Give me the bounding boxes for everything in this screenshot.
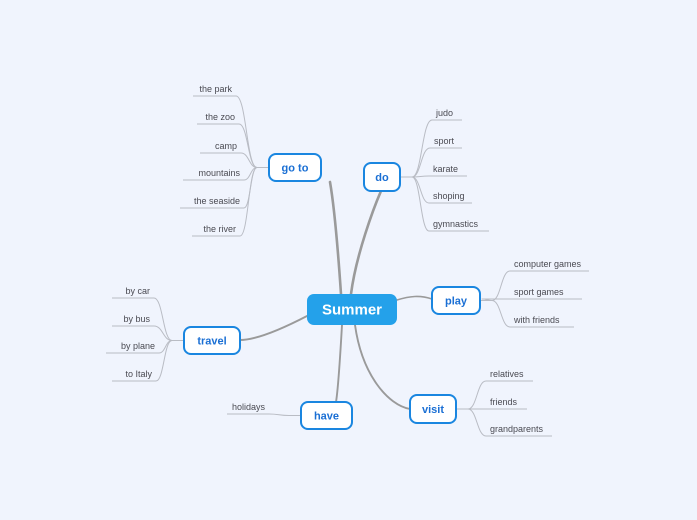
leaf-label[interactable]: camp (215, 141, 237, 151)
leaf-label[interactable]: sport (434, 136, 455, 146)
leaf-connector-play-0 (491, 270, 511, 301)
leaf-label[interactable]: by car (125, 286, 150, 296)
branch-node-label: go to (282, 162, 309, 174)
leaf-label[interactable]: by bus (123, 314, 150, 324)
branch-node-label: have (314, 410, 339, 422)
leaf-label-layer: the park the zoo camp mountains the seaside t… (121, 84, 582, 434)
leaf-connector-play-2 (491, 300, 511, 328)
root-node-box (307, 294, 397, 325)
branch-node-label: play (445, 295, 468, 307)
leaf-label[interactable]: judo (435, 108, 453, 118)
leaf-connector-travel-0 (153, 297, 173, 341)
leaf-connector-go-to-1 (238, 123, 258, 168)
leaf-label[interactable]: mountains (198, 168, 240, 178)
branch-connector-do (349, 189, 383, 296)
leaf-connector-visit-2 (467, 408, 487, 437)
leaf-connector-visit-0 (467, 380, 487, 410)
branch-node-box (431, 286, 481, 315)
leaf-connector-have-0 (268, 413, 290, 416)
branch-node-box (183, 326, 241, 355)
root-node-summer[interactable]: Summer (307, 294, 397, 325)
branch-node-label: visit (422, 404, 444, 416)
leaf-connector-do-4 (411, 176, 430, 232)
leaf-label[interactable]: the river (203, 224, 236, 234)
leaf-connector-travel-3 (155, 340, 173, 382)
branch-connector-layer (239, 180, 433, 410)
branch-node-visit[interactable]: visit (409, 394, 457, 424)
node-layer: go to do play visit have travel Summer (183, 153, 481, 430)
leaf-label[interactable]: sport games (514, 287, 564, 297)
leaf-label[interactable]: the zoo (205, 112, 235, 122)
leaf-label[interactable]: the park (199, 84, 232, 94)
leaf-label[interactable]: the seaside (194, 196, 240, 206)
branch-node-play[interactable]: play (431, 286, 481, 315)
branch-node-box (300, 401, 353, 430)
branch-connector-go-to (328, 180, 343, 296)
root-node-label: Summer (322, 301, 382, 318)
leaf-connector-layer (106, 95, 589, 437)
branch-connector-have (335, 324, 343, 403)
branch-connector-play (396, 295, 433, 301)
leaf-label[interactable]: by plane (121, 341, 155, 351)
leaf-connector-travel-1 (153, 325, 173, 341)
leaf-label[interactable]: shoping (433, 191, 465, 201)
branch-connector-visit (354, 324, 411, 410)
leaf-label[interactable]: holidays (232, 402, 266, 412)
branch-node-travel[interactable]: travel (183, 326, 241, 355)
leaf-label[interactable]: grandparents (490, 424, 544, 434)
leaf-connector-go-to-2 (240, 152, 258, 168)
leaf-connector-go-to-5 (239, 167, 258, 237)
leaf-connector-do-3 (411, 176, 430, 204)
branch-node-box (268, 153, 322, 182)
leaf-label[interactable]: friends (490, 397, 518, 407)
branch-connector-travel (239, 315, 308, 341)
leaf-label[interactable]: computer games (514, 259, 582, 269)
leaf-connector-do-0 (411, 119, 433, 178)
branch-node-box (363, 162, 401, 192)
branch-node-label: travel (197, 335, 226, 347)
leaf-label[interactable]: gymnastics (433, 219, 479, 229)
leaf-label[interactable]: relatives (490, 369, 524, 379)
branch-node-label: do (375, 172, 389, 184)
leaf-label[interactable]: karate (433, 164, 458, 174)
branch-node-have[interactable]: have (300, 401, 353, 430)
branch-node-box (409, 394, 457, 424)
leaf-label[interactable]: with friends (513, 315, 560, 325)
leaf-label[interactable]: to Italy (125, 369, 152, 379)
branch-node-go-to[interactable]: go to (268, 153, 322, 182)
branch-node-do[interactable]: do (363, 162, 401, 192)
leaf-connector-do-1 (411, 147, 431, 178)
